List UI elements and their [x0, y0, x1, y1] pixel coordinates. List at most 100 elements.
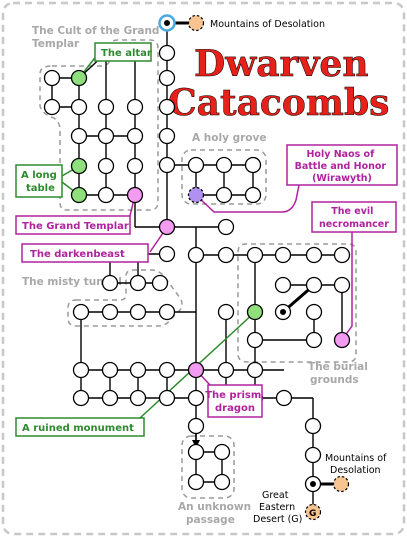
room-node[interactable] [70, 98, 88, 116]
exit-bottom-label: Mountains of Desolation [325, 453, 389, 476]
room-node[interactable] [129, 389, 147, 407]
room-node[interactable] [246, 246, 264, 264]
room-node[interactable] [187, 246, 205, 264]
room-node[interactable] [158, 127, 176, 145]
region-misty-tunnel-label: The misty tunnel [22, 276, 122, 288]
room-node[interactable] [217, 246, 235, 264]
callout-evil-necromancer: The evil necromancer [319, 206, 389, 230]
room-node[interactable] [97, 127, 115, 145]
callout-darkenbeast-box [21, 243, 149, 263]
room-node[interactable] [217, 303, 235, 321]
room-node[interactable] [274, 246, 292, 264]
room-node-point-of-interest[interactable] [70, 157, 88, 175]
callout-grand-templar: The Grand Templar [22, 221, 129, 232]
region-cult-label: The Cult of the Grand Templar [32, 25, 163, 50]
room-node-point-of-interest[interactable] [70, 69, 88, 87]
room-node-creature[interactable] [126, 186, 144, 204]
room-node-creature[interactable] [187, 361, 205, 379]
room-node[interactable] [305, 246, 323, 264]
region-burial-grounds-label: The burial grounds [308, 361, 372, 386]
room-node[interactable] [158, 303, 176, 321]
room-node[interactable] [246, 361, 264, 379]
room-node[interactable] [129, 303, 147, 321]
room-node[interactable] [305, 331, 323, 349]
room-node[interactable] [158, 245, 176, 263]
callout-ruined-monument: A ruined monument [22, 423, 134, 434]
room-node[interactable] [72, 361, 90, 379]
room-node[interactable] [97, 98, 115, 116]
room-node[interactable] [101, 361, 119, 379]
exit-top-label: Mountains of Desolation [210, 19, 325, 30]
callout-long-table: A long table [21, 170, 60, 194]
room-node[interactable] [151, 274, 169, 292]
room-node[interactable] [158, 98, 176, 116]
exit-bottom-marker[interactable] [332, 475, 350, 493]
room-node-creature[interactable] [158, 218, 176, 236]
room-node[interactable] [305, 276, 323, 294]
room-node[interactable] [213, 443, 231, 461]
room-node-point-of-interest[interactable] [70, 186, 88, 204]
region-unknown-passage-label: An unknown passage [178, 501, 255, 526]
room-node[interactable] [217, 218, 235, 236]
room-node[interactable] [215, 156, 233, 174]
room-node[interactable] [304, 446, 322, 464]
room-node[interactable] [97, 186, 115, 204]
room-node[interactable] [101, 389, 119, 407]
room-node[interactable] [187, 156, 205, 174]
room-node[interactable] [158, 389, 176, 407]
room-node-center-dot [280, 309, 286, 315]
room-node[interactable] [70, 127, 88, 145]
room-node[interactable] [274, 276, 292, 294]
room-node[interactable] [244, 186, 262, 204]
room-node[interactable] [43, 98, 61, 116]
room-node[interactable] [158, 44, 176, 62]
room-node[interactable] [187, 473, 205, 491]
map-title-line1: Dwarven [194, 43, 369, 85]
room-node[interactable] [72, 389, 90, 407]
region-holy-grove-outline [181, 149, 267, 205]
room-node[interactable] [304, 417, 322, 435]
room-node[interactable] [72, 303, 90, 321]
map-title-line2: Catacombs [168, 82, 389, 124]
callout-evil-necromancer-box [311, 201, 397, 233]
region-burial-grounds-outline [237, 243, 357, 363]
room-node[interactable] [244, 156, 262, 174]
room-node-shrine[interactable] [187, 186, 205, 204]
room-node[interactable] [126, 127, 144, 145]
room-node[interactable] [97, 157, 115, 175]
room-node[interactable] [217, 361, 235, 379]
room-node[interactable] [101, 274, 119, 292]
room-node[interactable] [129, 274, 147, 292]
room-node[interactable] [333, 246, 351, 264]
room-node[interactable] [187, 443, 205, 461]
room-node[interactable] [246, 331, 264, 349]
room-node-point-of-interest[interactable] [246, 303, 264, 321]
room-node[interactable] [158, 69, 176, 87]
callout-holy-naos-box [286, 144, 398, 186]
exit-top-marker[interactable] [187, 14, 205, 32]
exit-desert-marker-letter: G [309, 509, 316, 519]
room-node[interactable] [215, 186, 233, 204]
room-node[interactable] [187, 389, 205, 407]
room-node[interactable] [213, 473, 231, 491]
room-node[interactable] [158, 361, 176, 379]
exit-desert-label: Great Eastern Desert (G) [253, 490, 302, 525]
room-node[interactable] [305, 303, 323, 321]
exit-desert-marker[interactable] [304, 503, 322, 521]
room-node-creature[interactable] [333, 331, 351, 349]
room-node[interactable] [126, 157, 144, 175]
room-node[interactable] [187, 417, 205, 435]
room-node[interactable] [101, 303, 119, 321]
room-node[interactable] [126, 98, 144, 116]
callout-holy-naos: Holy Naos of Battle and Honor (Wirawyth) [295, 149, 390, 184]
room-node[interactable] [158, 156, 176, 174]
room-node[interactable] [333, 276, 351, 294]
room-node[interactable] [275, 389, 293, 407]
room-node[interactable] [129, 361, 147, 379]
room-node-center-dot [164, 20, 170, 26]
region-holy-grove-label: A holy grove [192, 132, 266, 144]
callout-grand-templar-box [15, 215, 131, 235]
room-node[interactable] [43, 69, 61, 87]
